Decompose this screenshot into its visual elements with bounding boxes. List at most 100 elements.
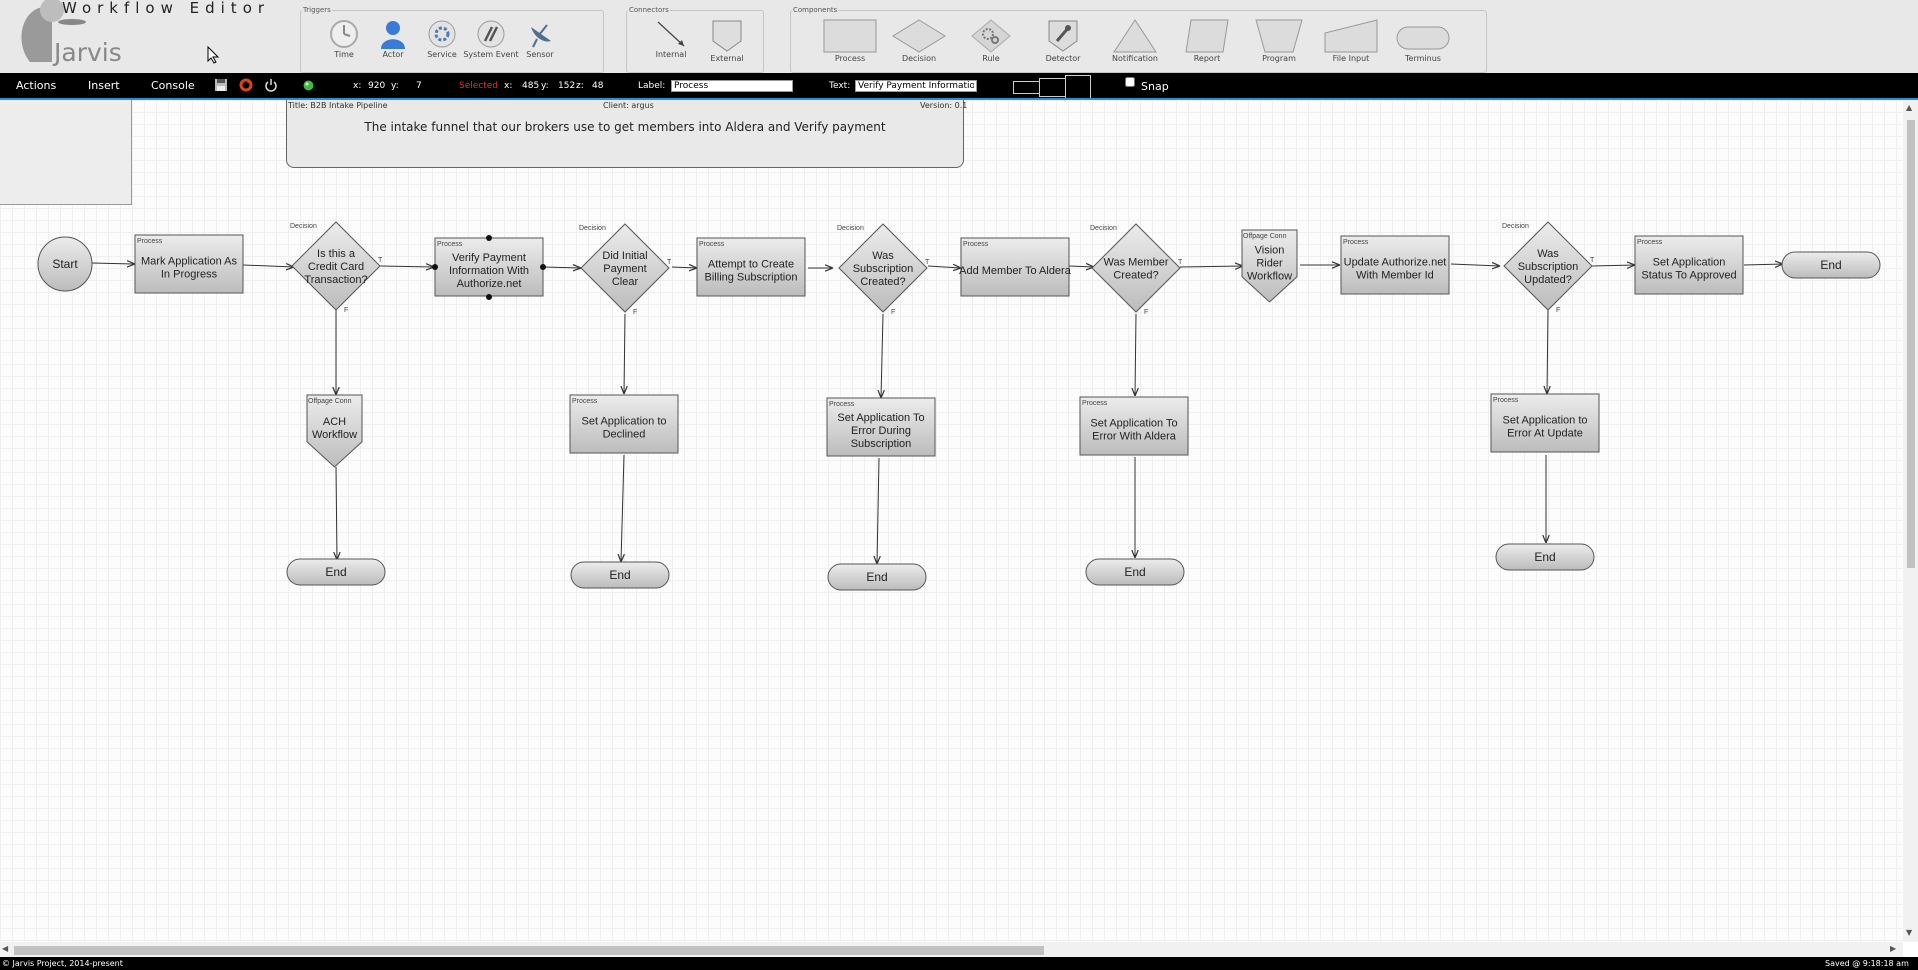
tool-time[interactable]: Time [312,19,376,59]
power-icon[interactable] [264,78,278,92]
connector-arrow[interactable] [1547,309,1548,394]
cursor-y-label: y: [391,81,399,91]
save-icon[interactable] [214,78,228,92]
connector-arrow[interactable] [336,466,337,560]
tool-system-event[interactable]: System Event [459,19,523,59]
node-label: End [1534,550,1555,564]
connector-arrow[interactable] [379,266,434,267]
node-type-label: Process [137,238,163,245]
selection-handle[interactable] [486,294,492,300]
selection-handle[interactable] [540,264,546,270]
end-terminus-node[interactable]: End [827,563,927,591]
menu-actions[interactable]: Actions [16,79,57,92]
menu-console[interactable]: Console [151,79,195,92]
scroll-down-icon[interactable]: ▼ [1906,928,1913,937]
label-input[interactable] [671,80,793,92]
components-group-title: Components [792,6,839,14]
tool-report[interactable]: Report [1175,19,1239,63]
horizontal-scrollbar[interactable]: ◀ ▶ [0,942,1903,957]
connector-arrow[interactable] [91,263,135,264]
tool-decision-label: Decision [901,54,937,63]
scroll-up-icon[interactable]: ▲ [1906,103,1913,112]
tool-actor[interactable]: Actor [361,19,425,59]
selected-z-label: z: [576,81,584,91]
connector-arrow[interactable] [1591,265,1635,266]
tool-external[interactable]: External [695,19,759,63]
end-terminus-node[interactable]: End [570,561,670,589]
tool-sensor[interactable]: Sensor [508,19,572,59]
project-title: Title: B2B Intake Pipeline [288,101,388,110]
end-terminus-node[interactable]: End [286,558,386,586]
tool-actor-label: Actor [382,50,404,59]
tool-internal[interactable]: Internal [639,19,703,59]
end-terminus-node[interactable]: End [1781,251,1881,279]
tool-rule[interactable]: Rule [959,19,1023,63]
tool-external-label: External [710,54,744,63]
connector-arrow[interactable] [543,267,581,268]
selected-y-value: 152 [558,81,576,91]
project-description: The intake funnel that our brokers use t… [364,120,886,134]
snap-checkbox[interactable] [1125,77,1135,87]
connector-arrow[interactable] [1068,266,1094,267]
connector-arrow[interactable] [621,454,624,562]
start-node[interactable]: Start [37,236,93,292]
tool-program[interactable]: Program [1247,19,1311,63]
connector-arrow[interactable] [624,313,625,394]
false-branch-label: F [344,307,348,314]
vertical-scrollbar[interactable]: ▲ ▼ [1903,100,1918,942]
horizontal-scroll-thumb[interactable] [14,946,1044,955]
refresh-icon[interactable] [239,78,253,92]
connector-arrow[interactable] [671,267,697,268]
menu-insert[interactable]: Insert [88,79,120,92]
tool-terminus[interactable]: Terminus [1391,19,1455,63]
connector-arrow[interactable] [242,265,294,267]
connector-arrow[interactable] [881,313,883,398]
text-input[interactable] [855,80,977,92]
scroll-left-icon[interactable]: ◀ [2,944,9,953]
end-terminus-node[interactable]: End [1085,558,1185,586]
satellite-dish-icon [531,24,551,48]
actor-icon [381,21,405,49]
tool-decision[interactable]: Decision [887,19,951,63]
end-terminus-node[interactable]: End [1495,543,1595,571]
tool-notification[interactable]: Notification [1103,19,1167,63]
connector-arrow[interactable] [877,457,879,564]
tool-file-input[interactable]: File Input [1319,19,1383,63]
selection-handle[interactable] [432,264,438,270]
tool-process[interactable]: Process [818,19,882,63]
project-info-box[interactable]: Title: B2B Intake Pipeline Client: argus… [286,100,968,168]
notification-triangle-icon [1113,19,1157,53]
connector-arrow[interactable] [1179,266,1243,267]
tool-detector[interactable]: Detector [1031,19,1095,63]
vertical-scroll-thumb[interactable] [1907,120,1915,568]
node-label: Start [52,257,78,271]
connector-arrow[interactable] [927,266,961,268]
selection-handle[interactable] [486,235,492,241]
connector-arrow[interactable] [1135,313,1136,396]
scroll-right-icon[interactable]: ▶ [1890,944,1897,953]
tool-service[interactable]: Service [410,19,474,59]
project-version: Version: 0.1 [920,101,968,110]
connector-arrow[interactable] [1450,264,1500,266]
node-type-label: Offpage Conn [308,398,352,405]
connector-arrow[interactable] [1743,264,1783,265]
